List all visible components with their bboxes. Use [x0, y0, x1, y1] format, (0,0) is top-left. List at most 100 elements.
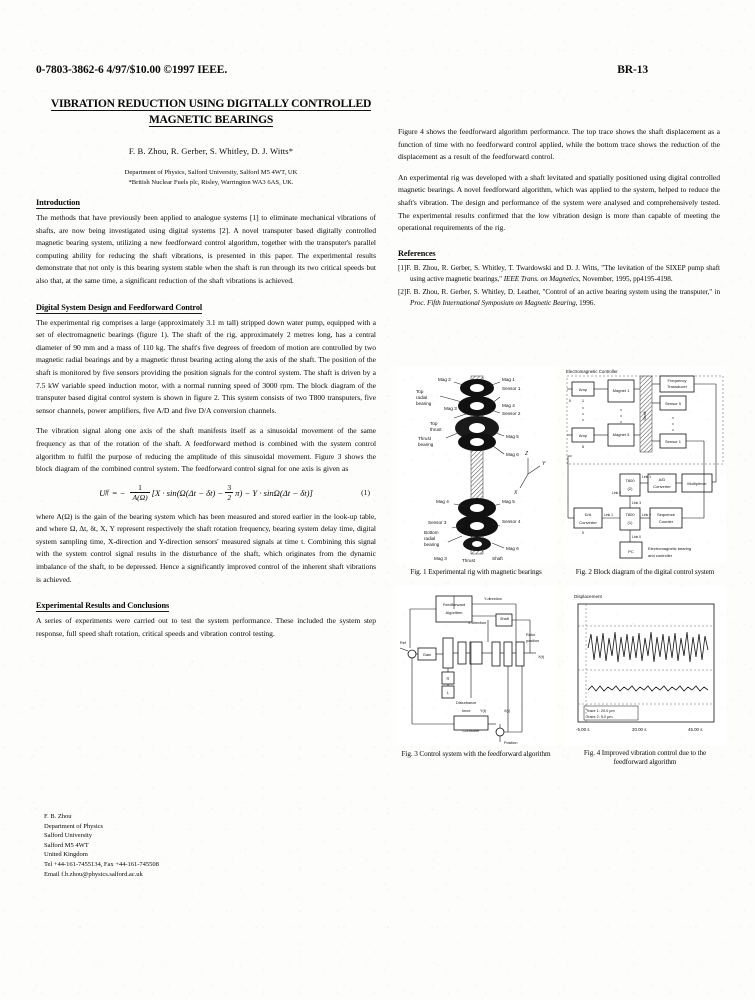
- figure-2-block-label: Frequency: [668, 378, 687, 383]
- equation-fraction-2: 3 2: [225, 482, 234, 502]
- figure-3-signal-label: Ref: [400, 641, 407, 645]
- section-heading-references: References: [398, 248, 436, 260]
- figure-3-block-label: L: [447, 690, 450, 695]
- figure-2-block-label: Amp: [579, 433, 588, 438]
- right-column: Figure 4 shows the feedforward algorithm…: [398, 126, 720, 310]
- section-heading-experimental: Experimental Results and Conclusions: [36, 601, 170, 613]
- reference-list: [1]F. B. Zhou, R. Gerber, S. Whitley, T.…: [398, 263, 720, 310]
- section-heading-introduction: Introduction: [36, 198, 80, 209]
- figure-1-label: radial: [424, 536, 435, 541]
- figure-4-annotation: Trace 1: 20.0 μm: [586, 709, 615, 713]
- figure-3-block-label: Feedforward: [443, 602, 465, 607]
- contact-department: Department of Physics: [44, 822, 104, 830]
- figure-2-block-label: Multiplexer: [687, 481, 707, 486]
- equation-lhs: U: [99, 487, 106, 498]
- digital-paragraph-1: The experimental rig comprises a large (…: [36, 317, 376, 415]
- contact-phone: Tel +44-161-7455134, Fax +44-161-745508: [44, 860, 159, 868]
- figure-2-block-label: Sensor 1: [665, 439, 682, 444]
- contact-country: United Kingdom: [44, 851, 88, 859]
- figure-2-footer-label: Electromagnetic bearing: [648, 546, 691, 551]
- figure-1-axis-label: X: [513, 490, 518, 496]
- contact-block: F. B. Zhou Department of Physics Salford…: [44, 812, 159, 879]
- reference-text-post: , November, 1995, pp4195-4198.: [578, 275, 673, 284]
- figure-1-label: Top: [430, 421, 438, 426]
- figure-3-block-label: Shaft: [500, 617, 510, 621]
- figure-2-block-label: Magnet 1: [613, 388, 630, 393]
- author-list: F. B. Zhou, R. Gerber, S. Whitley, D. J.…: [128, 146, 294, 156]
- figure-1-label: Top: [416, 389, 424, 394]
- reference-text-pre: F. B. Zhou, R. Gerber, S. Whitley, D. Le…: [406, 287, 720, 296]
- figure-2-block-label: (2): [628, 486, 634, 491]
- figure-2-link-label: Link 1: [642, 475, 651, 479]
- figure-2-block-label: Converter: [579, 520, 597, 525]
- figure-2-footer-label: and controller: [648, 553, 673, 558]
- figure-1-label: Mag 4: [502, 403, 515, 408]
- figure-2-link-label: Link 2: [642, 513, 651, 517]
- figure-2-block-label: Sensor 5: [665, 401, 682, 406]
- figure-1-label: Mag 1: [502, 377, 515, 382]
- fraction2-denominator: 2: [225, 491, 234, 502]
- title-line-1: VIBRATION REDUCTION USING DIGITALLY CONT…: [50, 97, 372, 111]
- reference-item: [1]F. B. Zhou, R. Gerber, S. Whitley, T.…: [398, 263, 720, 286]
- section-introduction: Introduction The methods that have previ…: [36, 192, 376, 288]
- affiliation-block: Department of Physics, Salford Universit…: [36, 168, 386, 187]
- equation-fraction-1: 1 A(Ω): [130, 482, 150, 502]
- figure-2-block-label: Counter: [659, 519, 674, 524]
- reference-text-pre: F. B. Zhou, R. Gerber, S. Whitley, T. Tw…: [406, 263, 720, 284]
- figure-2-block-label: PC: [628, 549, 634, 554]
- section-experimental: Experimental Results and Conclusions A s…: [36, 595, 376, 640]
- figure-1-label: Mag 5: [502, 499, 515, 504]
- equation-equals: = −: [111, 487, 126, 498]
- coordinate-axes-icon: [519, 458, 541, 489]
- fraction-numerator: 1: [138, 482, 142, 492]
- figure-1-axis-label: Z: [524, 451, 529, 457]
- digital-paragraph-3: where A(Ω) is the gain of the bearing sy…: [36, 511, 376, 584]
- affiliation-line-1: Department of Physics, Salford Universit…: [124, 169, 298, 176]
- figure-3-signal-label: Y(t): [480, 709, 487, 713]
- figure-1-label: Sensor 3: [428, 520, 447, 525]
- page-title: VIBRATION REDUCTION USING DIGITALLY CONT…: [36, 96, 386, 128]
- figure-row-1: Mag 2 Mag 1 Top radial bearing Sensor 1 …: [396, 366, 726, 577]
- title-line-2: MAGNETIC BEARINGS: [148, 113, 274, 127]
- figure-3-block-label: Algorithm: [446, 610, 464, 615]
- figure-1-label: radial: [416, 395, 427, 400]
- figure-4-x-tick: 45.00 s: [688, 727, 703, 732]
- figure-1-axis-label: Y: [542, 461, 546, 467]
- figure-1-label: Mag 6: [506, 452, 519, 457]
- right-paragraph-2: An experimental rig was developed with a…: [398, 172, 720, 233]
- figure-3-signal-label: position: [526, 639, 539, 643]
- contact-name: F. B. Zhou: [44, 813, 72, 820]
- intro-paragraph-1: The methods that have previously been ap…: [36, 213, 376, 285]
- figure-3-block-label: Controller: [462, 728, 480, 733]
- fraction-denominator: A(Ω): [130, 491, 150, 502]
- figure-2-link-label: Link 2: [612, 491, 621, 495]
- section-digital-design: Digital System Design and Feedforward Co…: [36, 297, 376, 587]
- figure-3-signal-label: X(t): [538, 655, 545, 659]
- figure-3-signal-label: X(t): [504, 709, 511, 713]
- equation-body-a: [X · sin(Ω(Δt − δt) −: [151, 487, 224, 498]
- figure-3-caption: Fig. 3 Control system with the feedforwa…: [401, 750, 551, 758]
- figure-3-block-label: Gain: [423, 652, 431, 657]
- figure-1-label: Mag 4: [436, 499, 449, 504]
- figure-1-label: Sensor 2: [502, 411, 521, 416]
- figure-4-caption-line-1: Fig. 4 Improved vibration control due to…: [583, 749, 707, 757]
- figure-4-y-axis-label: Displacement: [574, 594, 603, 599]
- figure-row-2: Feedforward Algorithm Gain Controller R …: [396, 586, 726, 768]
- contact-organisation: Salford University: [44, 832, 92, 840]
- figure-4: Displacement: [564, 586, 726, 768]
- figure-3-drawing: Feedforward Algorithm Gain Controller R …: [396, 586, 556, 746]
- figure-2-block-label: D/A: [585, 512, 592, 517]
- figure-2-caption: Fig. 2 Block diagram of the digital cont…: [575, 568, 715, 576]
- figure-2-channel-label: 5: [582, 531, 584, 535]
- figure-4-x-tick: 20.00 s: [632, 727, 647, 732]
- fraction2-numerator: 3: [227, 482, 232, 492]
- figure-3-signal-label: Position: [504, 741, 518, 745]
- experimental-paragraph-1: A series of experiments were carried out…: [36, 616, 376, 638]
- figure-4-trace-uncontrolled: [587, 631, 709, 663]
- document-id: BR-13: [617, 64, 648, 76]
- section-references: References [1]F. B. Zhou, R. Gerber, S. …: [398, 243, 720, 310]
- figure-1-drawing: Mag 2 Mag 1 Top radial bearing Sensor 1 …: [396, 366, 556, 564]
- digital-paragraph-2: The vibration signal along one axis of t…: [36, 426, 376, 474]
